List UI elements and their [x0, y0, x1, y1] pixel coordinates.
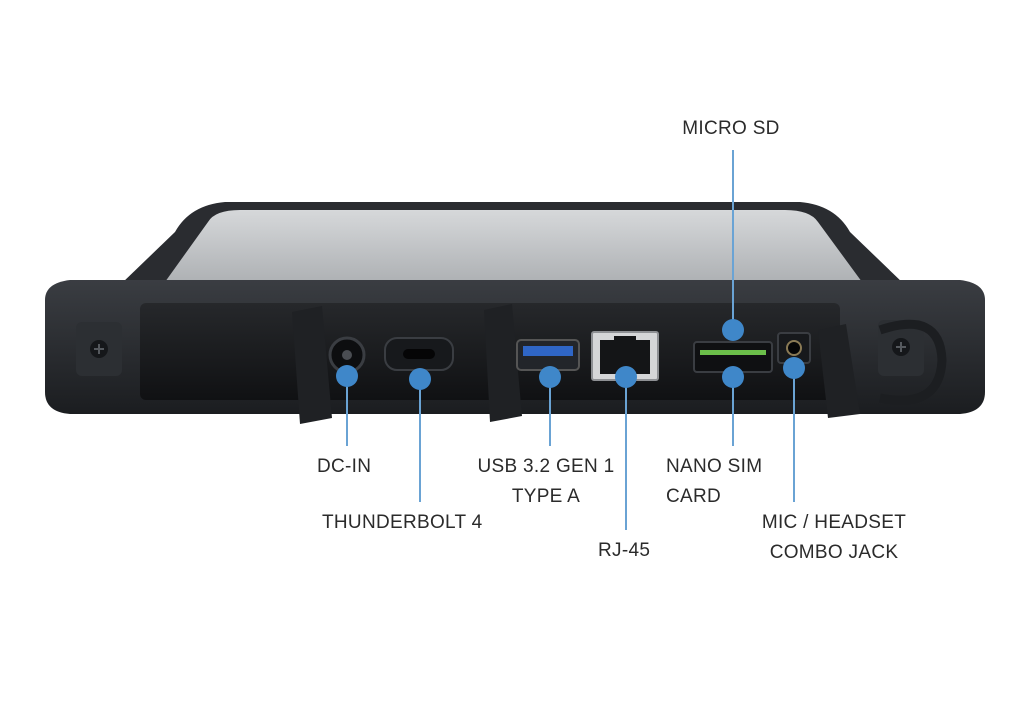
callout-dot-thunderbolt-4 — [409, 368, 431, 390]
label-thunderbolt-4: THUNDERBOLT 4 — [322, 508, 483, 538]
left-screw-icon — [76, 322, 122, 376]
label-line: DC-IN — [317, 456, 372, 477]
label-line: COMBO JACK — [769, 542, 899, 563]
callout-dot-nano-sim — [722, 366, 744, 388]
callout-dot-mic-headset — [783, 357, 805, 379]
label-rj-45: RJ-45 — [598, 536, 650, 566]
label-micro-sd: MICRO SD — [672, 114, 790, 144]
usb-a-port-icon — [516, 339, 580, 371]
label-line: USB 3.2 GEN 1 — [477, 456, 615, 477]
tablet-screen — [165, 210, 862, 282]
callout-leaders — [336, 150, 805, 530]
label-mic-headset: MIC / HEADSET COMBO JACK — [746, 508, 922, 568]
right-screw-icon — [878, 320, 924, 376]
dc-in-port-icon — [328, 336, 366, 374]
label-nano-sim: NANO SIM CARD — [666, 452, 762, 512]
tether-loop-icon — [878, 319, 947, 405]
label-line: RJ-45 — [598, 540, 651, 561]
callout-dot-micro-sd — [722, 319, 744, 341]
label-line: TYPE A — [511, 486, 581, 507]
port-cover-right — [818, 324, 860, 418]
label-line: THUNDERBOLT 4 — [322, 512, 483, 533]
callout-dot-usb-3-2-gen-1 — [539, 366, 561, 388]
label-dc-in: DC-IN — [317, 452, 371, 482]
callout-dot-rj-45 — [615, 366, 637, 388]
rj-45-port-icon — [591, 331, 659, 381]
label-line: MIC / HEADSET — [761, 512, 907, 533]
label-line: NANO SIM — [666, 456, 763, 477]
port-cover-mid — [484, 304, 522, 422]
label-usb-3-2-gen-1: USB 3.2 GEN 1 TYPE A — [448, 452, 644, 512]
label-line: CARD — [666, 486, 722, 507]
thunderbolt-port-icon — [384, 337, 454, 371]
sd-sim-slot-icon — [693, 341, 773, 373]
label-line: MICRO SD — [682, 118, 780, 139]
callout-dot-dc-in — [336, 365, 358, 387]
port-cover-left — [292, 306, 332, 424]
